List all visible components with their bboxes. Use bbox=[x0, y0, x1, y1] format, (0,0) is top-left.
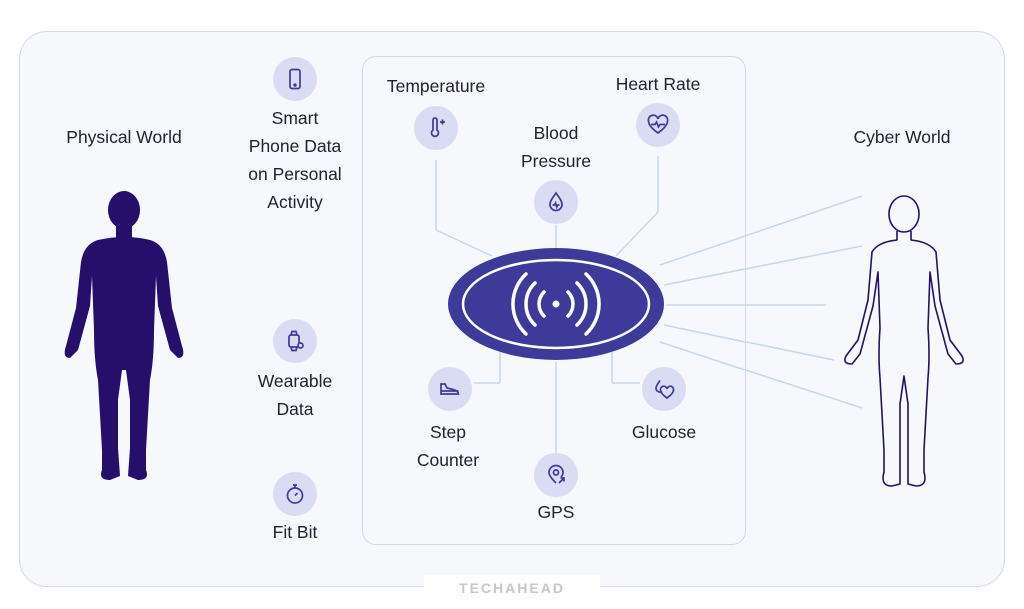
cyber-world-title: Cyber World bbox=[853, 127, 951, 147]
physical-human-figure bbox=[64, 191, 184, 480]
blood-drop-icon bbox=[549, 191, 563, 212]
smartphone-data-label: Smart Phone Data on Personal Activity bbox=[248, 108, 342, 212]
fit-bit-label: Fit Bit bbox=[272, 522, 318, 542]
thermometer-icon bbox=[430, 117, 445, 138]
heart-pulse-icon-circle bbox=[636, 103, 680, 147]
temperature-label: Temperature bbox=[386, 76, 486, 96]
wearable-data-label: Wearable Data bbox=[257, 371, 333, 419]
cyber-human-figure bbox=[844, 195, 964, 487]
shoe-icon-circle bbox=[428, 367, 472, 411]
stopwatch-icon bbox=[286, 484, 304, 504]
smartwatch-icon bbox=[288, 330, 304, 352]
wireless-signal-icon bbox=[511, 272, 601, 336]
glucose-icon bbox=[655, 380, 675, 400]
thermometer-icon-circle bbox=[414, 106, 458, 150]
glucose-label: Glucose bbox=[631, 422, 697, 442]
brand-text: TECHAHEAD bbox=[459, 580, 565, 596]
heart-rate-label: Heart Rate bbox=[615, 74, 701, 94]
smartphone-icon bbox=[289, 68, 301, 90]
heart-pulse-icon bbox=[647, 114, 669, 135]
smartphone-icon-circle bbox=[273, 57, 317, 101]
step-counter-label: Step Counter bbox=[416, 422, 480, 470]
blood-pressure-label: Blood Pressure bbox=[520, 123, 592, 171]
glucose-icon-circle bbox=[642, 367, 686, 411]
physical-world-title: Physical World bbox=[66, 127, 182, 147]
location-pin-icon bbox=[548, 464, 565, 484]
hub bbox=[448, 248, 664, 360]
location-pin-icon-circle bbox=[534, 453, 578, 497]
stopwatch-icon-circle bbox=[273, 472, 317, 516]
smartwatch-icon-circle bbox=[273, 319, 317, 363]
blood-drop-icon-circle bbox=[534, 180, 578, 224]
shoe-icon bbox=[440, 383, 460, 395]
gps-label: GPS bbox=[537, 502, 575, 522]
brand-watermark: TECHAHEAD bbox=[424, 575, 600, 601]
